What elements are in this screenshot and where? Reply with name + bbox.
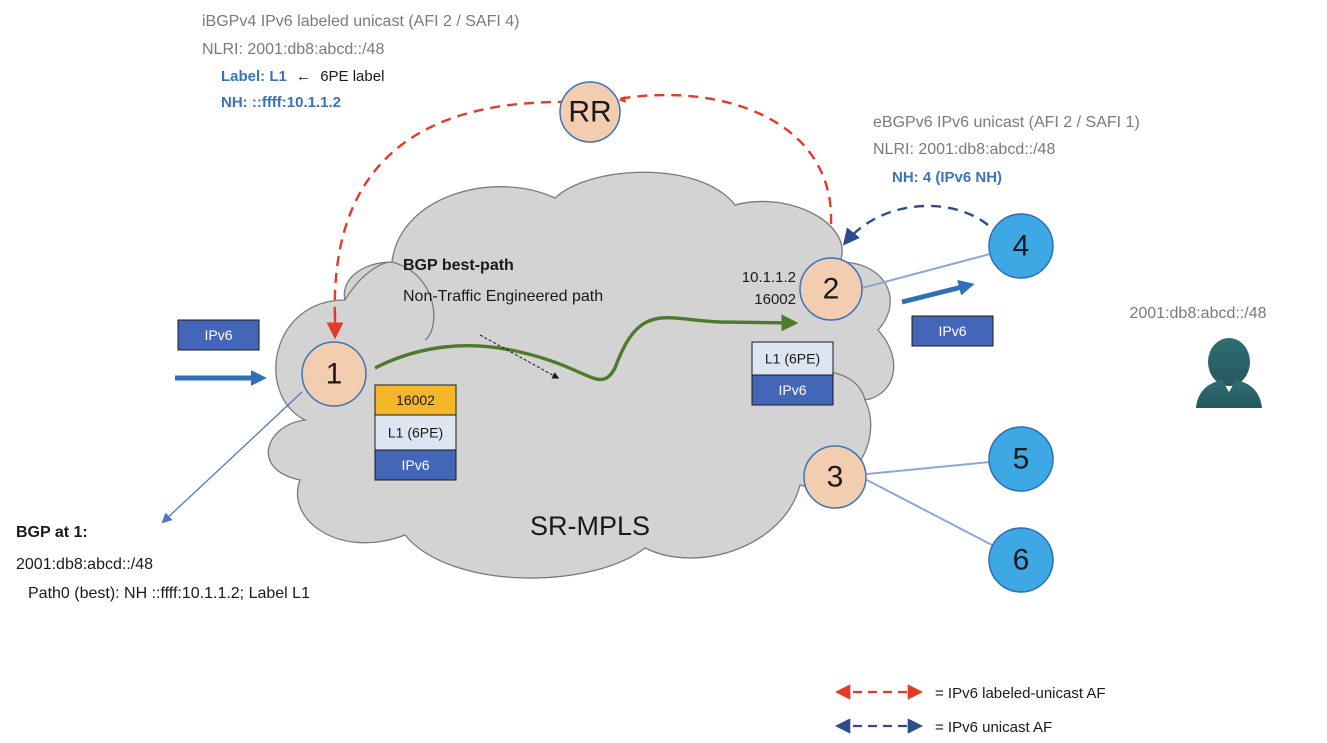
right-annotation-line2: NLRI: 2001:db8:abcd::/48 — [873, 141, 1055, 158]
node-2-sid: 16002 — [754, 291, 796, 308]
right-annotation-line1: eBGPv6 IPv6 unicast (AFI 2 / SAFI 1) — [873, 114, 1140, 131]
stack-1-payload: IPv6 — [401, 457, 429, 473]
best-path-subtitle: Non-Traffic Engineered path — [403, 288, 603, 305]
top-annotation-label-key: Label: L1 — [221, 68, 287, 85]
cloud-label: SR-MPLS — [530, 511, 650, 541]
legend-labeled-unicast-text: = IPv6 labeled-unicast AF — [935, 685, 1106, 702]
node-rr[interactable]: RR — [559, 81, 621, 143]
label-stack-node-1: 16002 L1 (6PE) IPv6 — [374, 384, 457, 481]
node-2[interactable]: 2 — [799, 257, 863, 321]
node-6-label: 6 — [1013, 544, 1030, 577]
node-1-label: 1 — [326, 358, 343, 391]
right-annotation-nh: NH: 4 (IPv6 NH) — [892, 169, 1002, 186]
link-3-6 — [866, 479, 993, 546]
legend-unicast-text: = IPv6 unicast AF — [935, 719, 1052, 736]
node-1[interactable]: 1 — [301, 341, 367, 407]
legend: = IPv6 labeled-unicast AF = IPv6 unicast… — [834, 684, 1106, 736]
bgp-at-1-path: Path0 (best): NH ::ffff:10.1.1.2; Label … — [28, 585, 310, 602]
bgp-at-1-title: BGP at 1: — [16, 524, 88, 541]
top-annotation-label-note: 6PE label — [320, 68, 384, 85]
node-3-label: 3 — [827, 461, 844, 494]
top-annotation-line1: iBGPv4 IPv6 labeled unicast (AFI 2 / SAF… — [202, 13, 519, 30]
egress-packet: IPv6 — [911, 315, 994, 347]
ingress-packet: IPv6 — [177, 319, 260, 351]
stack-1-sid: 16002 — [396, 392, 435, 408]
stack-2-label: L1 (6PE) — [765, 351, 820, 367]
person-icon — [1196, 338, 1262, 408]
destination-prefix: 2001:db8:abcd::/48 — [1129, 305, 1266, 322]
labeled-unicast-arc — [333, 93, 833, 321]
link-2-4 — [861, 253, 991, 289]
node-5-label: 5 — [1013, 443, 1030, 476]
node-4[interactable]: 4 — [988, 213, 1054, 279]
top-annotation-line2: NLRI: 2001:db8:abcd::/48 — [202, 41, 384, 58]
stack-1-label: L1 (6PE) — [388, 425, 443, 441]
node-6[interactable]: 6 — [988, 527, 1054, 593]
label-stack-node-2: L1 (6PE) IPv6 — [751, 341, 834, 406]
link-3-5 — [866, 461, 991, 475]
bgp-at-1-pointer — [161, 391, 303, 524]
egress-packet-label: IPv6 — [938, 323, 966, 339]
bgp-at-1-prefix: 2001:db8:abcd::/48 — [16, 556, 153, 573]
best-path-title: BGP best-path — [403, 257, 514, 274]
top-annotation-label-line: Label: L1 ← 6PE label — [221, 68, 384, 85]
stack-2-payload: IPv6 — [778, 382, 806, 398]
unicast-arc — [842, 204, 989, 246]
node-2-label: 2 — [823, 273, 840, 306]
ingress-packet-label: IPv6 — [204, 327, 232, 343]
node-rr-label: RR — [568, 96, 611, 129]
top-annotation-nh: NH: ::ffff:10.1.1.2 — [221, 94, 341, 111]
node-3[interactable]: 3 — [803, 445, 867, 509]
egress-arrow — [901, 279, 975, 305]
node-5[interactable]: 5 — [988, 426, 1054, 492]
node-2-address: 10.1.1.2 — [742, 269, 796, 286]
node-4-label: 4 — [1013, 230, 1030, 263]
top-annotation-label-arrow: ← — [296, 68, 311, 85]
best-path — [374, 314, 799, 382]
